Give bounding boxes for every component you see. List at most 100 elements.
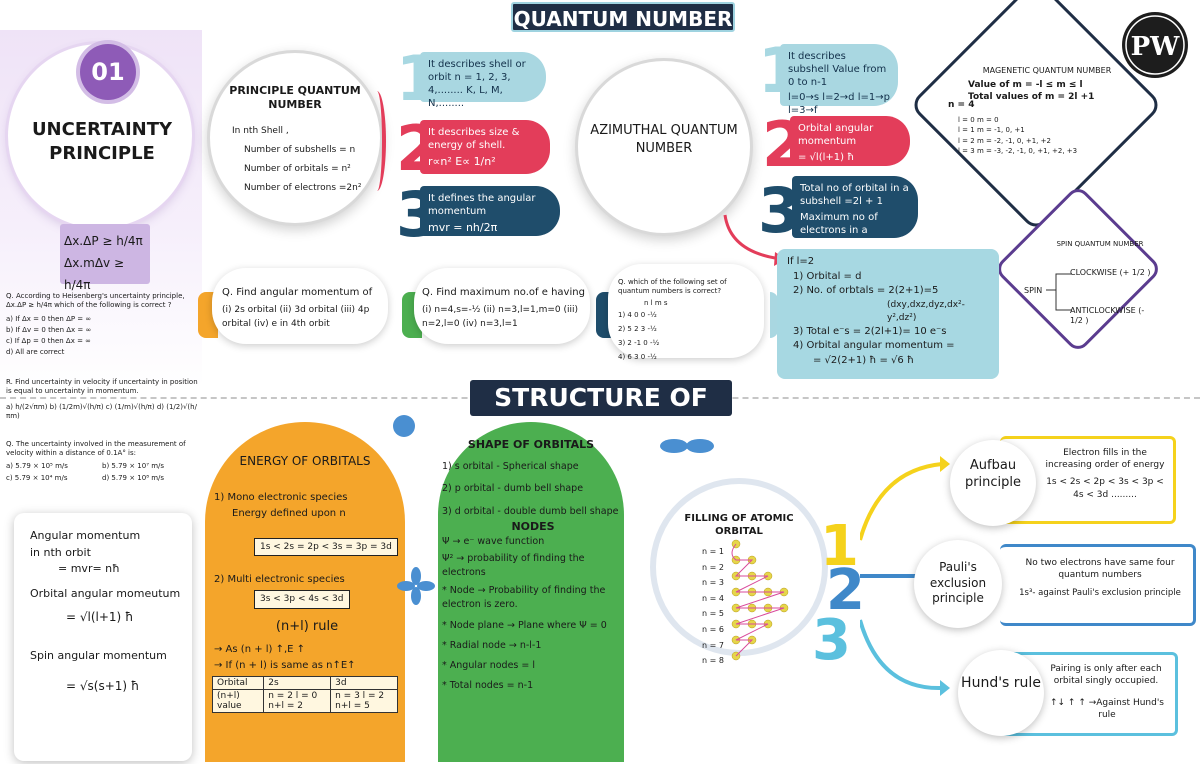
d-orbital-icon — [397, 567, 435, 605]
if-l-2-box: If l=2 1) Orbital = d 2) No. of orbtals … — [777, 249, 999, 379]
magnetic-row: l = 1 m = -1, 0, +1 — [958, 126, 1025, 135]
question-options: (i) n=4,s=-½ (ii) n=3,l=1,m=0 (iii) n=2,… — [422, 305, 579, 330]
energy-title: ENERGY OF ORBITALS — [239, 454, 371, 468]
option: d) 5.79 × 10⁸ m/s — [102, 473, 165, 482]
angular-title-2: Orbital angular momeutum — [30, 586, 181, 600]
heisenberg-eq1: Δx.ΔP ≥ h/4π — [64, 234, 143, 248]
energy-line: 2) Multi electronic species — [214, 574, 345, 586]
question-tab — [770, 292, 778, 338]
card-text: It describes size & energy of shell. — [428, 127, 520, 151]
filling-levels: n = 1 n = 2 n = 3 n = 4 n = 5 n = 6 n = … — [702, 544, 724, 669]
magnetic-row: l = 3 m = -3, -2, -1, 0, +1, +2, +3 — [958, 146, 1078, 155]
shape-title: SHAPE OF ORBITALS — [467, 438, 595, 451]
if-line: 4) Orbital angular momentum = — [793, 340, 955, 352]
mono-order: 1s < 2s = 2p < 3s = 3p = 3d — [254, 538, 398, 557]
table-head: Orbital — [211, 676, 265, 690]
principle-card-2: It describes size & energy of shell. r∝n… — [420, 120, 550, 174]
question-head: n l m s — [644, 298, 668, 307]
node-line: * Node → Probability of finding the elec… — [442, 585, 606, 611]
node-line: * Total nodes = n-1 — [442, 680, 534, 692]
spin-label: SPIN — [1024, 286, 1043, 295]
question-row: 2) 5 2 3 -½ — [618, 325, 657, 334]
uncertainty-title-line1: UNCERTAINTY — [31, 119, 173, 140]
if-line: = √2(2+1) ħ = √6 ħ — [813, 354, 914, 366]
node-line: * Node plane → Plane where Ψ = 0 — [442, 619, 607, 631]
rule-num-2: 2 — [826, 558, 865, 623]
question-2: Q. Find maximum no.of e having (i) n=4,s… — [422, 286, 586, 332]
pauli-example: 1s³- against Pauli's exclusion principle — [1019, 588, 1181, 598]
card-text: Maximum no of electrons in a subshell =4… — [800, 212, 883, 249]
shell-label: In nth Shell , — [232, 126, 289, 136]
spin-branches — [1046, 273, 1072, 311]
level: n = 3 — [702, 578, 724, 588]
pauli-desc: No two electrons have same four quantum … — [1025, 558, 1175, 580]
azimuthal-title: AZIMUTHAL QUANTUM NUMBER — [590, 123, 738, 156]
question-row: 3) 2 -1 0 -½ — [618, 339, 660, 348]
question-text: R. Find uncertainty in velocity if uncer… — [6, 378, 198, 396]
table-cell: n = 3 l = 2 n+l = 5 — [330, 689, 398, 713]
hund-label: Hund's rule — [958, 650, 1044, 736]
pauli-box — [1000, 544, 1196, 626]
aufbau-sequence: 1s < 2s < 2p < 3s < 3p < 4s < 3d .......… — [1046, 477, 1164, 500]
table-cell: n = 2 l = 0 n+l = 2 — [263, 689, 332, 713]
rule-line: → If (n + l) is same as n↑E↑ — [214, 659, 356, 671]
shape-panel — [438, 422, 624, 762]
shape-line: 1) s orbital - Spherical shape — [442, 461, 579, 472]
rule-line: → As (n + l) ↑,E ↑ — [214, 643, 306, 655]
if-line: 2) No. of orbtals = 2(2+1)=5 — [793, 285, 939, 296]
logo-text: PW — [1131, 32, 1181, 62]
azimuthal-card-1: It describes subshell Value from 0 to n-… — [780, 44, 898, 116]
option: c) 5.79 × 10⁴ m/s — [6, 473, 68, 482]
table-head: 3d — [330, 676, 398, 690]
azimuthal-ring — [575, 58, 753, 236]
node-line: Ψ² → probability of finding the electron… — [442, 552, 585, 578]
magnetic-row: l = 2 m = -2, -1, 0, +1, +2 — [958, 136, 1051, 145]
card-formula: mvr = nh/2π — [428, 221, 498, 234]
principle-card-1: It describes shell or orbit n = 1, 2, 3,… — [420, 52, 546, 109]
question-3: Q. which of the following set of quantum… — [618, 278, 758, 364]
principle-details: In nth Shell , Number of subshells = n N… — [232, 122, 382, 198]
if-line: 3) Total e⁻s = 2(2l+1)= 10 e⁻s — [793, 325, 947, 337]
section-badge: 01 — [80, 44, 136, 100]
node-line: * Radial node → n-l-1 — [442, 639, 542, 651]
energy-content: 1) Mono electronic species Energy define… — [214, 490, 400, 674]
question-text: Q. According to Heisenberg's uncertainty… — [6, 292, 185, 310]
angular-content: Angular momentum in nth orbit = mvr= nħ … — [30, 528, 188, 695]
table-head: 2s — [263, 676, 332, 690]
subshell-line: Number of subshells = n — [244, 144, 356, 155]
energy-line: Energy defined upon n — [232, 508, 346, 519]
aufbau-label: Aufbau principle — [950, 440, 1036, 526]
electron-line: Number of electrons =2n² — [244, 182, 362, 193]
orbital-line: Number of orbitals = n² — [244, 163, 351, 174]
magnetic-total: Total values of m = 2l +1 — [968, 91, 1095, 102]
angular-title: Angular momentum — [30, 529, 141, 542]
angular-title-3: Spin angular momentum — [30, 649, 167, 662]
option: a) If Δx = 0 then ΔP = ∞ — [6, 314, 92, 323]
aufbau-diagram — [731, 539, 789, 661]
uncertainty-title-line2: PRINCIPLE — [49, 143, 155, 164]
question-row: 4) 6 3 0 -½ — [618, 353, 657, 362]
level: n = 6 — [702, 624, 724, 634]
card-formula: r∝n² E∝ 1/n² — [428, 155, 496, 168]
heisenberg-equations: Δx.ΔP ≥ h/4π Δx.mΔv ≥ h/4π — [60, 224, 150, 292]
spin-anticlockwise: ANTICLOCKWISE (- 1/2 ) — [1070, 306, 1145, 326]
shape-line: 2) p orbital - dumb bell shape — [442, 483, 584, 495]
aufbau-desc: Electron fills in the increasing order o… — [1045, 448, 1165, 470]
nodes-title: NODES — [511, 519, 555, 533]
if-line: (dxy,dxz,dyz,dx²-y²,dz²) — [887, 299, 965, 323]
card-map: l=0→s l=2→d l=1→p l=3→f — [788, 92, 890, 116]
option: a) 5.79 × 10⁵ m/s — [6, 461, 68, 470]
filling-title: FILLING OF ATOMIC ORBITAL — [684, 513, 794, 537]
option: b) If Δv = 0 then Δx = ∞ — [6, 326, 92, 335]
uncertainty-question-3: Q. The uncertainty involved in the measu… — [6, 440, 202, 485]
shape-line: 3) d orbital - double dumb bell shape — [442, 505, 619, 517]
heisenberg-eq2: Δx.mΔv ≥ h/4π — [64, 256, 124, 292]
spin-title: SPIN QUANTUM NUMBER — [1056, 240, 1144, 248]
angular-formula-2: = √l(l+1) ħ — [66, 610, 134, 624]
shape-content: 1) s orbital - Spherical shape 2) p orbi… — [442, 456, 624, 694]
question-box-1 — [212, 268, 388, 344]
magnetic-content: MAGENETIC QUANTUM NUMBER Value of m = -l… — [948, 66, 1124, 156]
card-text: Total no of orbital in a subshell =2l + … — [800, 183, 909, 207]
options: a) h/(2√πm) b) (1/2m)√(h/π) c) (1/m)√(h/… — [6, 402, 197, 421]
angular-momentum-panel — [14, 513, 192, 761]
